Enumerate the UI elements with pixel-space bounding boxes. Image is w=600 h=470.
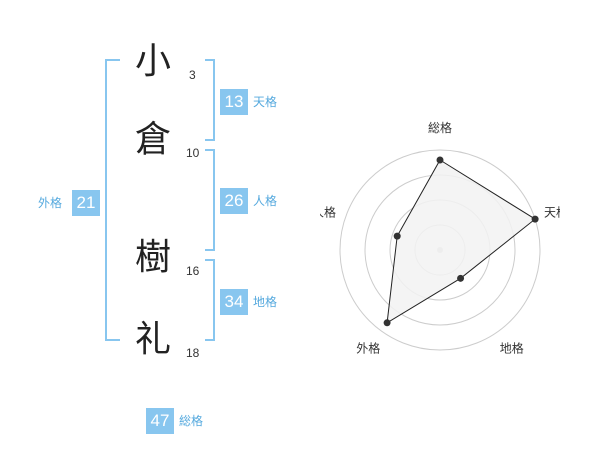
radar-axis-label-3: 地格 <box>500 341 524 356</box>
gaikaku-bracket <box>105 59 120 341</box>
radar-axis-label-2: 天格 <box>544 204 560 219</box>
name-char-2: 倉 <box>134 119 171 160</box>
radar-point-4 <box>383 319 391 327</box>
stroke-count-4: 18 <box>186 346 200 360</box>
fortune-radar-chart: 総格天格地格 外格 人格 <box>320 120 560 356</box>
chikaku-label: 地格 <box>253 295 278 309</box>
radar-point-3 <box>457 274 465 282</box>
jinkaku-label: 人格 <box>253 194 278 208</box>
stroke-count-3: 16 <box>186 264 200 278</box>
tenkaku-label: 天格 <box>253 95 278 109</box>
jinkaku-bracket <box>205 149 215 251</box>
name-char-1: 小 <box>134 41 171 82</box>
radar-axis-label-5: 人格 <box>320 204 336 219</box>
radar-axis-label-1: 総格 <box>428 120 452 135</box>
soukaku-label: 総格 <box>179 414 204 428</box>
tenkaku-bracket <box>205 59 215 141</box>
name-char-3: 樹 <box>134 237 171 278</box>
radar-axis-label-4: 外格 <box>356 341 380 356</box>
tenkaku-value: 13 <box>220 89 248 115</box>
bracket-lines <box>105 59 215 341</box>
chikaku-value: 34 <box>220 289 248 315</box>
radar-ring-4 <box>339 149 541 351</box>
soukaku-value: 47 <box>146 408 174 434</box>
gaikaku-value: 21 <box>72 190 100 216</box>
jinkaku-value: 26 <box>220 188 248 214</box>
radar-point-1 <box>436 156 444 164</box>
stroke-count-1: 3 <box>189 68 196 82</box>
name-char-4: 礼 <box>134 319 171 360</box>
chikaku-bracket <box>205 259 215 341</box>
radar-point-5 <box>393 232 401 240</box>
name-breakdown: 小 3 倉 10 樹 16 礼 18 13 天格 26 人格 34 地格 外格 … <box>38 41 278 434</box>
radar-data-polygon <box>386 159 536 324</box>
stroke-count-2: 10 <box>186 146 200 160</box>
radar-point-2 <box>531 215 539 223</box>
gaikaku-label: 外格 <box>38 196 63 210</box>
